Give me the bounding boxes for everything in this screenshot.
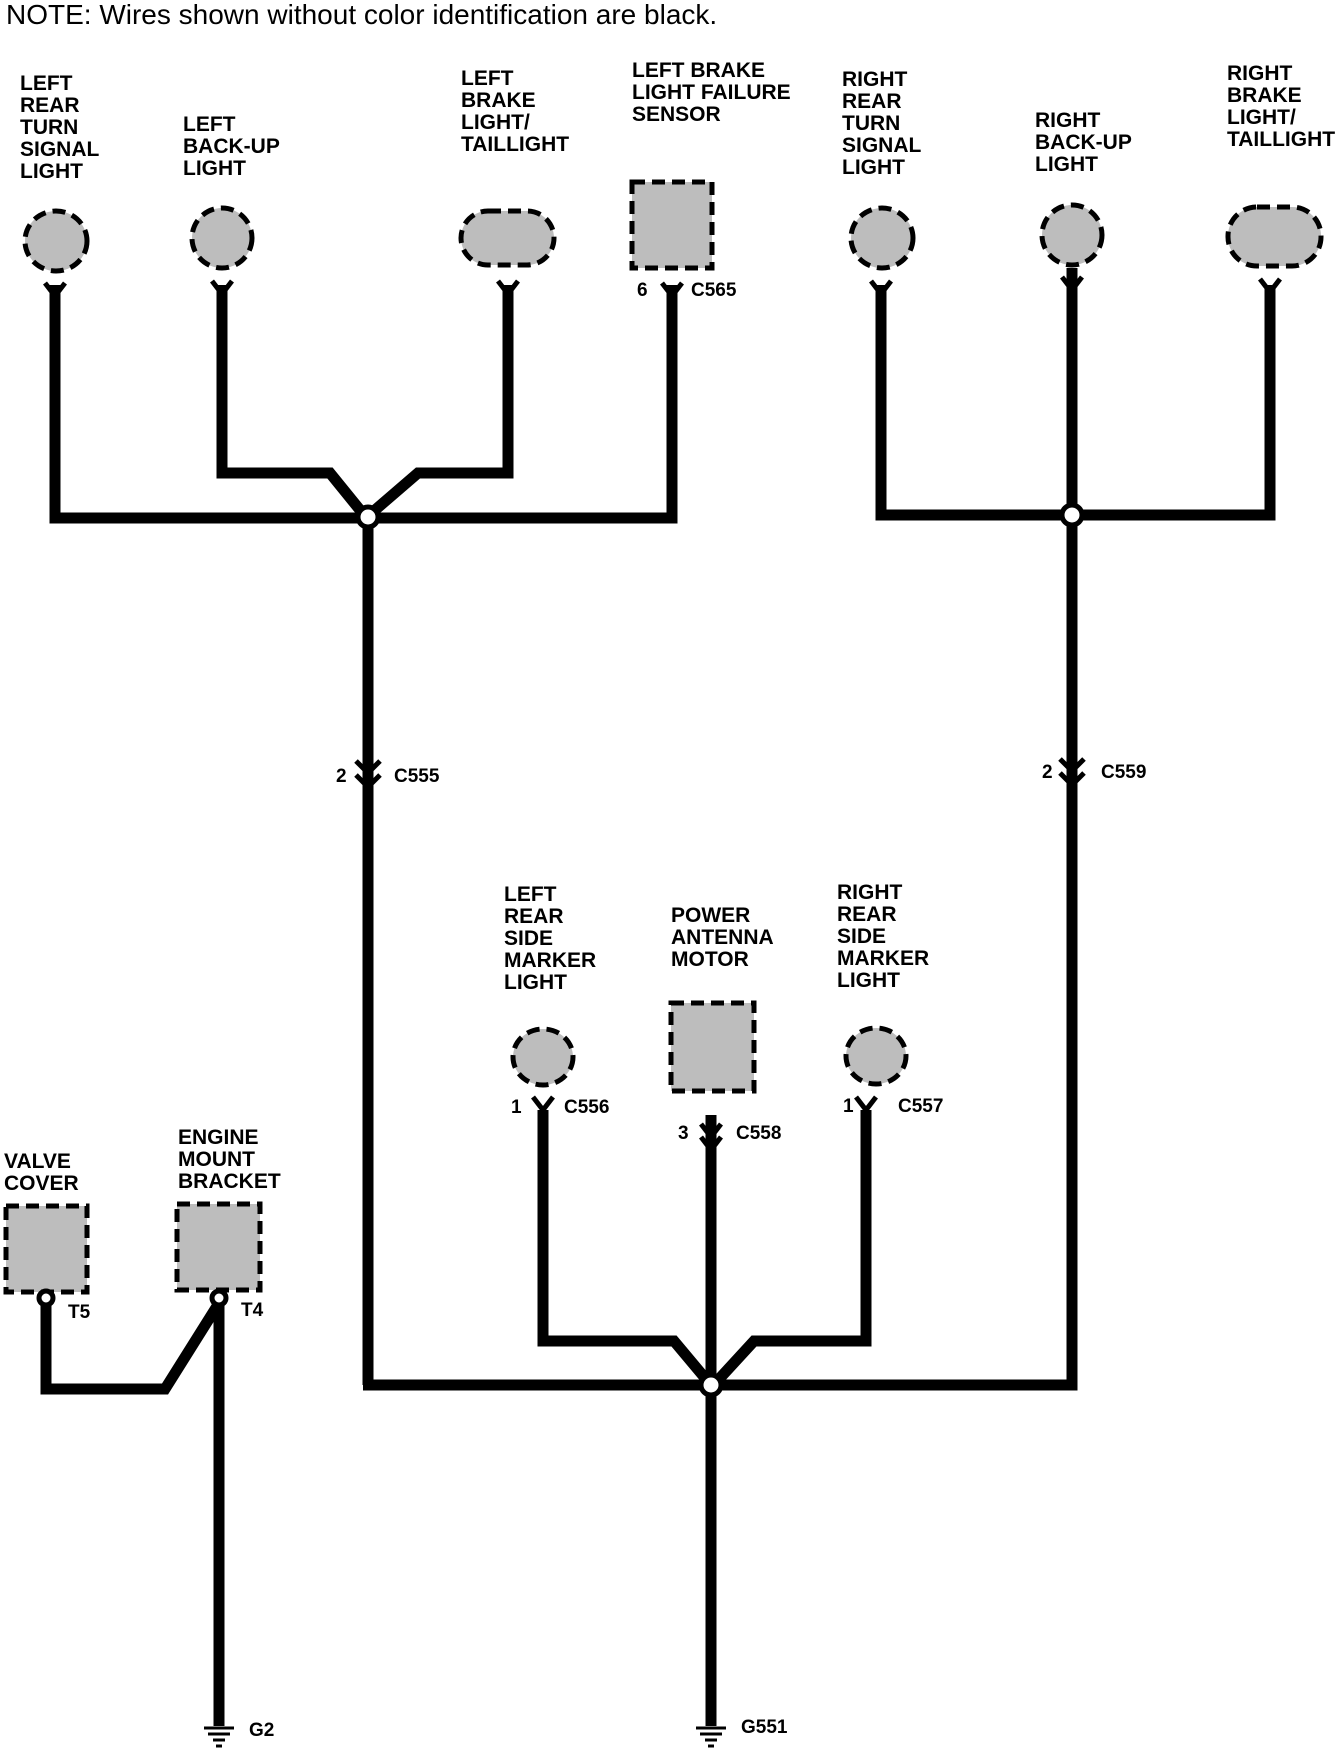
label-left-brake-taillight: LEFT BRAKE LIGHT/ TAILLIGHT — [461, 67, 569, 156]
inline-connector-c559-icon — [1058, 757, 1086, 789]
wire-left-sensor — [375, 285, 678, 524]
wire-left-side-marker — [537, 1110, 710, 1382]
left-rear-turn-signal-light — [22, 208, 90, 274]
left-brake-light-failure-sensor — [629, 179, 715, 271]
c559-pin: 2 — [1042, 762, 1053, 783]
connector-icon — [531, 1095, 555, 1115]
terminal-t4-label: T4 — [241, 1300, 264, 1321]
wire-right-side-marker — [715, 1110, 872, 1382]
splice-left — [355, 504, 381, 530]
label-left-rear-side-marker: LEFT REAR SIDE MARKER LIGHT — [504, 883, 602, 994]
right-brake-taillight — [1225, 204, 1324, 269]
label-power-antenna-motor: POWER ANTENNA MOTOR — [671, 904, 779, 971]
c558-pin: 3 — [678, 1123, 689, 1144]
label-valve-cover: VALVE COVER — [4, 1150, 79, 1195]
wires — [40, 268, 1276, 1726]
connector-icon — [1258, 277, 1282, 297]
wire-valve-cover — [40, 1300, 224, 1395]
connector-icon — [699, 1135, 723, 1155]
wire-left-turn-signal — [49, 285, 360, 524]
label-left-backup-light: LEFT BACK-UP LIGHT — [183, 113, 285, 180]
label-engine-mount-bracket: ENGINE MOUNT BRACKET — [178, 1126, 281, 1193]
components — [3, 179, 1324, 1295]
connector-icon — [1060, 275, 1084, 295]
connector-icon — [210, 279, 234, 299]
c555-name: C555 — [394, 766, 440, 787]
wire-right-brake — [1072, 285, 1276, 521]
connector-icon — [660, 281, 684, 301]
label-right-rear-turn-signal: RIGHT REAR TURN SIGNAL LIGHT — [842, 68, 927, 179]
label-right-backup-light: RIGHT BACK-UP LIGHT — [1035, 109, 1137, 176]
right-rear-side-marker-light — [843, 1025, 909, 1087]
connector-icon — [43, 281, 67, 301]
connector-icon — [854, 1095, 878, 1115]
terminal-t5-label: T5 — [68, 1302, 91, 1323]
label-right-rear-side-marker: RIGHT REAR SIDE MARKER LIGHT — [837, 881, 935, 992]
connector-icon — [699, 1122, 723, 1142]
wire-left-brake — [371, 285, 514, 515]
c559-name: C559 — [1101, 762, 1146, 783]
c557-pin: 1 — [843, 1096, 854, 1117]
c565-name: C565 — [691, 280, 737, 301]
ground-g551-icon — [696, 1726, 726, 1748]
terminal-t5 — [36, 1288, 56, 1308]
ground-g551-label: G551 — [741, 1717, 788, 1738]
engine-mount-bracket — [174, 1201, 263, 1293]
left-backup-light — [189, 205, 255, 271]
right-rear-turn-signal-light — [848, 205, 916, 271]
label-left-brake-failure-sensor: LEFT BRAKE LIGHT FAILURE SENSOR — [632, 59, 797, 126]
splice-right — [1059, 502, 1085, 528]
c555-pin: 2 — [336, 766, 347, 787]
label-right-brake-taillight: RIGHT BRAKE LIGHT/ TAILLIGHT — [1227, 62, 1335, 151]
connector-icon — [869, 279, 893, 299]
splice-bottom — [698, 1372, 724, 1398]
ground-g2-icon — [204, 1726, 234, 1748]
wire-right-trunk — [712, 515, 1078, 1391]
valve-cover — [3, 1203, 90, 1295]
note-text: NOTE: Wires shown without color identifi… — [6, 0, 717, 30]
inline-connector-c555-icon — [354, 759, 382, 791]
label-left-rear-turn-signal: LEFT REAR TURN SIGNAL LIGHT — [20, 72, 105, 183]
connector-icon — [496, 279, 520, 299]
left-rear-side-marker-light — [510, 1026, 576, 1088]
c558-name: C558 — [736, 1123, 781, 1144]
c556-name: C556 — [564, 1097, 609, 1118]
c556-pin: 1 — [511, 1097, 522, 1118]
wire-right-turn-signal — [875, 285, 1072, 521]
c557-name: C557 — [898, 1096, 943, 1117]
power-antenna-motor — [668, 1000, 757, 1094]
terminal-t4 — [209, 1288, 229, 1308]
c565-pin: 6 — [637, 280, 648, 301]
ground-g2-label: G2 — [249, 1720, 274, 1741]
left-brake-taillight — [458, 208, 557, 268]
wire-left-backup — [216, 285, 365, 514]
right-backup-light — [1039, 202, 1105, 268]
connector-symbols — [43, 275, 1282, 1155]
